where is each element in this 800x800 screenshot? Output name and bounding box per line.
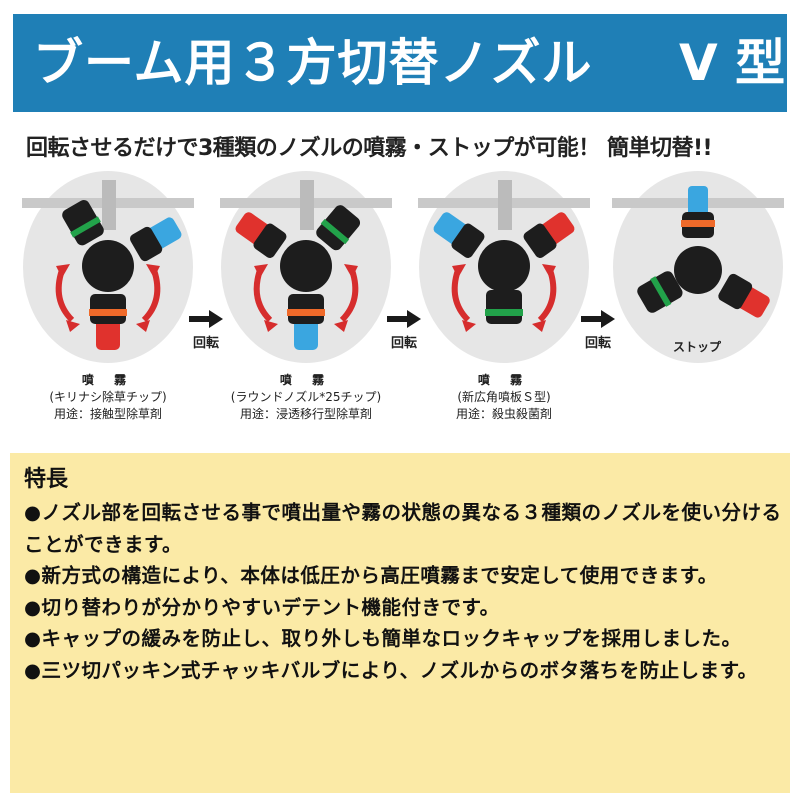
rotate-arrow-1: 回転 — [186, 310, 226, 351]
caption-2: 噴 霧 (ラウンドノズル*25チップ) 用途：浸透移行型除草剤 — [220, 372, 392, 423]
stop-label: ストップ — [673, 340, 722, 354]
caption-head: 噴 霧 — [477, 373, 531, 387]
model-name: V 型 — [679, 34, 786, 92]
caption-tip: (キリナシ除草チップ) — [49, 390, 167, 404]
caption-tip: (新広角噴板Ｓ型) — [457, 390, 551, 404]
caption-3: 噴 霧 (新広角噴板Ｓ型) 用途：殺虫殺菌剤 — [418, 372, 590, 423]
caption-head: 噴 霧 — [279, 373, 333, 387]
rotate-label: 回転 — [192, 336, 219, 351]
caption-usage: 用途：浸透移行型除草剤 — [239, 407, 372, 421]
page-title: ブーム用３方切替ノズル — [33, 34, 593, 92]
rotate-label: 回転 — [584, 336, 611, 351]
caption-tip: (ラウンドノズル*25チップ) — [230, 390, 382, 404]
nozzle-illustration-2 — [220, 170, 392, 364]
right-arrow-icon — [387, 310, 421, 328]
feature-item: ●切り替わりが分かりやすいデテント機能付きです。 — [24, 595, 500, 619]
features-list: ●ノズル部を回転させる事で噴出量や霧の状態の異なる３種類のノズルを使い分けること… — [24, 497, 782, 686]
subtitle: 回転させるだけで3種類のノズルの噴霧・ストップが可能！ 簡単切替!! — [26, 136, 713, 161]
title-banner: ブーム用３方切替ノズル V 型 — [13, 14, 787, 112]
right-arrow-icon — [189, 310, 223, 328]
feature-item: ●三ツ切パッキン式チャッキバルブにより、ノズルからのボタ落ちを防止します。 — [24, 658, 758, 682]
caption-usage: 用途：殺虫殺菌剤 — [455, 407, 552, 421]
nozzle-illustration-1 — [22, 170, 194, 364]
rotate-arrow-3: 回転 — [578, 310, 618, 351]
features-title: 特長 — [24, 467, 69, 492]
nozzle-illustration-3 — [418, 170, 590, 364]
feature-item: ●新方式の構造により、本体は低圧から高圧噴霧まで安定して使用できます。 — [24, 564, 718, 587]
features-box: 特長 ●ノズル部を回転させる事で噴出量や霧の状態の異なる３種類のノズルを使い分け… — [10, 453, 790, 793]
nozzle-illustration-stop — [612, 170, 784, 364]
rotate-arrow-2: 回転 — [384, 310, 424, 351]
feature-item: ●キャップの緩みを防止し、取り外しも簡単なロックキャップを採用しました。 — [24, 627, 742, 650]
feature-item: ●ノズル部を回転させる事で噴出量や霧の状態の異なる３種類のノズルを使い分けること… — [24, 501, 782, 556]
caption-head: 噴 霧 — [81, 373, 135, 387]
caption-usage: 用途：接触型除草剤 — [53, 407, 162, 421]
rotate-label: 回転 — [390, 336, 417, 351]
right-arrow-icon — [581, 310, 615, 328]
caption-1: 噴 霧 (キリナシ除草チップ) 用途：接触型除草剤 — [22, 372, 194, 423]
